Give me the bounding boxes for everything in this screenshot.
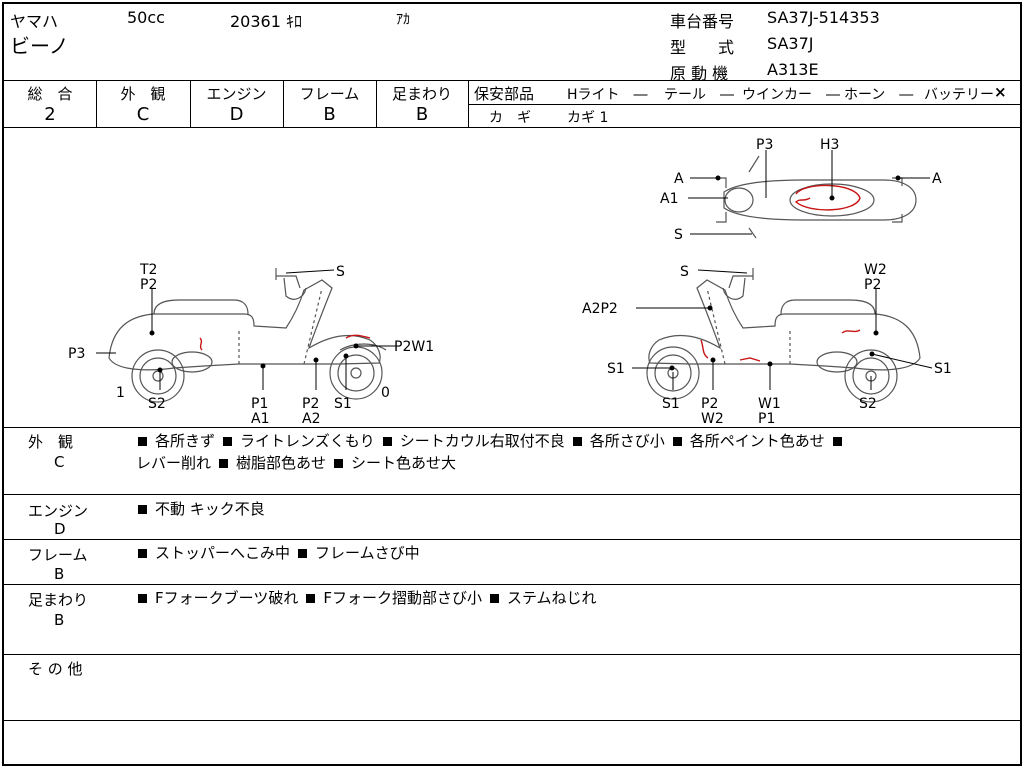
label-s1-bottom-right: S1 [662,396,680,412]
label-h3-top: H3 [820,137,839,153]
grade-total-value: 2 [44,104,56,125]
notes-exterior-label: 外 観 [28,433,74,451]
notes-suspension-list: Fフォークブーツ破れ Fフォーク摺動部さび小 ステムねじれ [130,587,597,609]
label-s1-right-right: S1 [934,361,952,377]
label-0-left: 0 [381,385,390,401]
grade-frame-label: フレーム [299,85,360,103]
label-p2-top-right: P2 [864,277,881,293]
grade-exterior-value: C [136,104,150,125]
notes-frame-label: フレーム [28,546,88,564]
notes-engine-list: 不動 キック不良 [130,498,265,520]
battery-x-mark: × [994,83,1007,101]
label-p2w1-left: P2W1 [394,339,434,355]
key-label: カ ギ [489,110,531,126]
notes-frame-grade: B [54,565,65,583]
notes-exterior-list: 各所きず ライトレンズくもり シートカウル右取付不良 各所さび小 各所ペイント色あせレバ… [130,430,1010,474]
notes-suspension-label: 足まわり [28,591,89,609]
label-p2-top-left: P2 [140,277,157,293]
scooter-top-view [716,155,917,239]
label-s1-left-right: S1 [607,361,625,377]
grade-frame-value: B [323,104,336,125]
color: ｱｶ [396,12,410,28]
exterior-item: 各所ペイント色あせ [689,432,825,450]
scooter-right-side-view [646,268,921,403]
notes-other-label: そ の 他 [28,660,83,678]
grade-engine-value: D [229,104,244,125]
label-a-right-top: A [932,171,942,187]
label-s2-right: S2 [859,396,877,412]
safety-headlight: Hライト ― [567,87,648,103]
label-a2-left: A2 [302,411,320,426]
damage-diagram: T2 P2 S P3 P2W1 1 S2 P1 A1 P2 A2 S1 0 S … [68,137,952,426]
label-w2-top-right: W2 [864,262,887,278]
label-p2-bottom-left: P2 [302,396,319,412]
safety-tail: テール ― [664,87,734,103]
label-a1-top: A1 [660,191,678,207]
type-value: SA37J [767,34,814,53]
grade-suspension-label: 足まわり [391,85,452,103]
exterior-item: 各所さび小 [589,432,665,450]
notes-frame-list: ストッパーへこみ中 フレームさび中 [130,542,420,564]
frame-item: フレームさび中 [315,544,420,562]
mileage: 20361 ｷﾛ [230,12,302,31]
type-label: 型 式 [670,38,735,57]
label-s-top: S [674,227,683,243]
label-s-top-right: S [680,264,689,280]
exterior-item: シート色あせ大 [351,454,457,472]
label-p3-left: P3 [68,346,85,362]
safety-battery: バッテリー [924,87,994,103]
exterior-item: 各所きず [155,432,216,450]
key-value: カギ 1 [567,110,609,126]
exterior-item: シートカウル右取付不良 [399,432,565,450]
safety-horn: ホーン ― [844,87,914,103]
exterior-item: 樹脂部色あせ [236,454,327,472]
suspension-item: Fフォークブーツ破れ [155,589,299,607]
suspension-item: Fフォーク摺動部さび小 [323,589,482,607]
suspension-item: ステムねじれ [506,589,597,607]
label-s-top-left: S [336,264,345,280]
grade-exterior-label: 外 観 [120,85,166,103]
engine-item: 不動 [155,500,186,518]
model-name: ビーノ [10,34,69,58]
displacement: 50cc [127,8,165,27]
maker: ヤマハ [10,12,59,31]
label-p1-right: P1 [758,411,775,426]
scooter-left-side-view [108,268,387,403]
chassis-label: 車台番号 [670,12,735,31]
notes-exterior-grade: C [54,453,65,471]
grade-engine-label: エンジン [206,85,267,103]
chassis-value: SA37J-514353 [767,8,880,27]
label-p2-bottom-right: P2 [701,396,718,412]
notes-engine-label: エンジン [28,502,89,520]
safety-winker: ウインカー ― [742,87,840,103]
label-w1-right: W1 [758,396,781,412]
label-a2p2-right: A2P2 [582,301,618,317]
label-a1-left: A1 [251,411,269,426]
frame-item: ストッパーへこみ中 [155,544,291,562]
damage-marks [199,184,861,362]
label-p3-top: P3 [756,137,773,153]
exterior-item: レバー削れ [136,454,212,472]
engine-item: キック不良 [189,500,265,518]
safety-label: 保安部品 [474,85,535,103]
label-w2-bottom-right: W2 [701,411,724,426]
engine-value: A313E [767,60,819,79]
grade-suspension-value: B [415,104,429,125]
exterior-item: ライトレンズくもり [240,432,375,450]
label-a-left-top: A [674,171,684,187]
label-t2: T2 [139,262,157,278]
label-p1-left: P1 [251,396,268,412]
label-1-left: 1 [116,385,125,401]
notes-engine-grade: D [54,520,66,538]
notes-suspension-grade: B [54,611,65,629]
grade-total-label: 総 合 [27,85,73,103]
engine-label: 原 動 機 [670,64,729,83]
label-s2-left: S2 [148,396,166,412]
label-s1-left: S1 [334,396,352,412]
